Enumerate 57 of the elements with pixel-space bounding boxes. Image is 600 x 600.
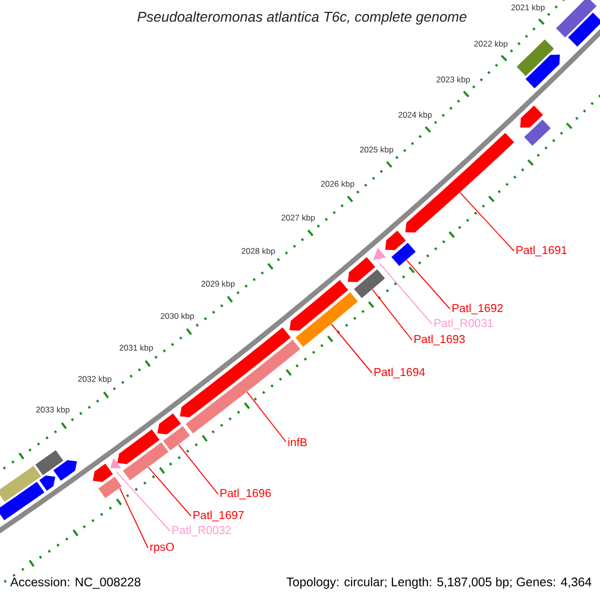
gene-feature <box>92 464 122 498</box>
gene-feature <box>117 429 169 480</box>
gene-feature <box>568 12 600 47</box>
scale-label: 2028 kbp <box>242 248 275 256</box>
scale-label: 2033 kbp <box>36 406 70 414</box>
info-text: Topology: circular; Length: 5,187,005 bp; Genes: 4,364 <box>286 577 592 589</box>
scale-label: 2030 kbp <box>160 312 194 321</box>
gene-feature <box>289 280 358 347</box>
gene-feature <box>526 54 560 88</box>
gene-feature <box>524 120 551 146</box>
gene-label: Patl_1692 <box>452 304 503 314</box>
gene-feature <box>180 327 300 434</box>
leader-line <box>148 466 192 516</box>
rna-feature <box>373 248 386 260</box>
leader-line <box>372 288 412 340</box>
scale-label: 2021 kbp <box>511 4 545 12</box>
gene-label: Patl_1694 <box>374 368 425 378</box>
gene-label: rpsO <box>150 542 174 554</box>
gene-feature <box>556 0 597 38</box>
scale-label: 2026 kbp <box>320 180 354 188</box>
leader-line <box>406 260 450 310</box>
gene-feature <box>0 466 42 502</box>
gene-label: Patl_1691 <box>516 246 567 256</box>
info-text: Accession: NC_008228 <box>10 577 140 589</box>
gene-label: Patl_1697 <box>194 510 244 522</box>
leader-line <box>330 324 372 374</box>
scale-label: 2025 kbp <box>360 146 394 154</box>
leader-line <box>119 488 148 548</box>
gene-label: Patl_R0032 <box>172 526 231 536</box>
gene-label: infB <box>288 438 307 446</box>
scale-label: 2027 kbp <box>282 214 315 222</box>
gene-feature <box>157 413 190 451</box>
gene-feature <box>385 230 416 266</box>
leader-line <box>246 391 286 442</box>
scale-label: 2029 kbp <box>201 280 235 288</box>
gene-feature <box>53 460 77 481</box>
title: Pseudoalteromonas atlantica T6c, complete genome <box>137 11 466 25</box>
rna-feature <box>110 458 122 468</box>
scale-label: 2022 kbp <box>474 40 508 48</box>
gene-label: Patl_1696 <box>220 488 271 500</box>
gene-feature <box>39 475 56 491</box>
scale-label: 2024 kbp <box>398 112 432 120</box>
scale-label: 2031 kbp <box>120 344 153 352</box>
leader-line <box>116 471 170 532</box>
scale-label: 2023 kbp <box>436 76 470 84</box>
gene-label: Patl_R0031 <box>434 318 493 330</box>
leader-line <box>178 444 218 494</box>
leader-line <box>460 192 514 252</box>
gene-label: Patl_1693 <box>414 334 465 346</box>
gene-feature <box>516 39 554 76</box>
gene-feature <box>520 106 544 128</box>
gene-feature <box>35 450 64 476</box>
gene-feature <box>405 132 514 232</box>
leader-line <box>379 263 432 324</box>
scale-label: 2032 kbp <box>78 376 112 384</box>
gene-feature <box>348 257 385 298</box>
gene-feature <box>0 482 44 520</box>
